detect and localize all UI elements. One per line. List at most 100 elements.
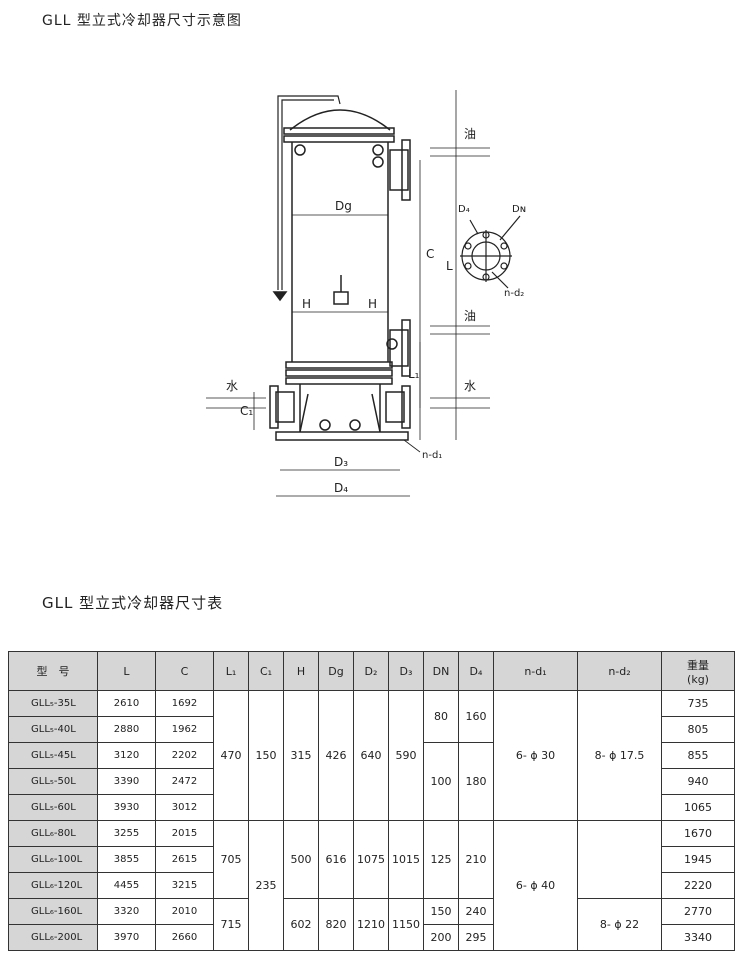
cell-dg: 616: [318, 820, 354, 899]
cell-weight: 1670: [661, 820, 735, 847]
cell-weight: 2770: [661, 898, 735, 925]
table-row: GLL₅-40L 2880 1962 805: [8, 716, 735, 743]
cell-weight: 1945: [661, 846, 735, 873]
cell-l1: 470: [213, 690, 249, 821]
cell-d2: 1075: [353, 820, 389, 899]
label-c: C: [426, 247, 434, 261]
cell-d4: 180: [458, 742, 494, 821]
cell-d3: 1015: [388, 820, 424, 899]
label-h-left: H: [302, 297, 311, 311]
cell-model: GLL₅-35L: [8, 690, 98, 717]
label-l: L: [446, 259, 453, 273]
table-row: GLL₅-45L 3120 2202 100 180 855: [8, 742, 735, 821]
label-h-right: H: [368, 297, 377, 311]
cell-model: GLL₆-80L: [8, 820, 98, 847]
flange-detail: [460, 215, 521, 289]
cell-d2: 640: [353, 690, 389, 821]
cell-l1: 705: [213, 820, 249, 899]
cell-l: 3855: [97, 846, 156, 873]
cell-nd2-empty: [577, 820, 662, 899]
label-d4: D₄: [334, 481, 348, 495]
cell-nd1: 6- ϕ 30: [493, 690, 578, 821]
cell-c: 2472: [155, 768, 214, 795]
cell-c: 2660: [155, 924, 214, 951]
cell-nd2: 8- ϕ 17.5: [577, 690, 662, 821]
cell-l: 3255: [97, 820, 156, 847]
cell-c1: 235: [248, 820, 284, 951]
label-nd1: n-d₁: [422, 450, 442, 461]
cell-h: 500: [283, 820, 319, 899]
table-row: GLL₅-60L 3930 3012 1065: [8, 794, 735, 821]
cell-dn: 125: [423, 820, 459, 899]
cell-d3: 1150: [388, 898, 424, 951]
header-row: 型 号 L C L₁ C₁ H Dg D₂ D₃ DN D₄ n-d₁ n-d₂…: [8, 651, 735, 691]
cell-c: 3012: [155, 794, 214, 821]
cell-d2: 1210: [353, 898, 389, 951]
cell-l: 4455: [97, 872, 156, 899]
cell-l: 2880: [97, 716, 156, 743]
cell-dg: 820: [318, 898, 354, 951]
cell-h: 602: [283, 898, 319, 951]
label-d3: D₃: [334, 455, 348, 469]
cell-model: GLL₆-160L: [8, 898, 98, 925]
label-l1: L₁: [408, 367, 420, 381]
top-flange: [283, 127, 395, 135]
cell-d4: 210: [458, 820, 494, 899]
base-plate: [275, 431, 409, 441]
col-h: H: [283, 651, 319, 691]
cell-model: GLL₅-45L: [8, 742, 98, 769]
cell-model: GLL₆-200L: [8, 924, 98, 951]
cell-l: 3930: [97, 794, 156, 821]
cell-weight: 3340: [661, 924, 735, 951]
cell-c: 3215: [155, 872, 214, 899]
col-weight: 重量 (kg): [661, 651, 735, 691]
col-nd1: n-d₁: [493, 651, 578, 691]
cell-l1: 715: [213, 898, 249, 951]
cell-c1: 150: [248, 690, 284, 821]
cell-c: 2615: [155, 846, 214, 873]
label-water-out: 水: [464, 379, 476, 393]
col-d3: D₃: [388, 651, 424, 691]
cell-d3: 590: [388, 690, 424, 821]
cell-model: GLL₅-60L: [8, 794, 98, 821]
cell-weight: 735: [661, 690, 735, 717]
cooler-drawing: 油 油 水 水 Dg H H C L L₁ C₁ D₃ D₄ D₄ Dɴ n-d…: [206, 90, 526, 497]
cell-weight: 1065: [661, 794, 735, 821]
cell-c: 2010: [155, 898, 214, 925]
dimension-table: 型 号 L C L₁ C₁ H Dg D₂ D₃ DN D₄ n-d₁ n-d₂…: [8, 651, 735, 951]
table-row: GLL₆-80L 3255 2015 705 235 500 616 1075 …: [8, 820, 735, 951]
cell-dn: 200: [423, 924, 459, 951]
label-water-in: 水: [226, 379, 238, 393]
cell-l: 3970: [97, 924, 156, 951]
label-detail-dn: Dɴ: [512, 204, 526, 215]
col-nd2: n-d₂: [577, 651, 662, 691]
cell-l: 3120: [97, 742, 156, 769]
cell-dg: 426: [318, 690, 354, 821]
col-d2: D₂: [353, 651, 389, 691]
col-c1: C₁: [248, 651, 284, 691]
col-d4: D₄: [458, 651, 494, 691]
cell-model: GLL₆-120L: [8, 872, 98, 899]
cell-h: 315: [283, 690, 319, 821]
cell-d4: 295: [458, 924, 494, 951]
col-dg: Dg: [318, 651, 354, 691]
col-model: 型 号: [8, 651, 98, 691]
cell-weight: 940: [661, 768, 735, 795]
cell-dn: 100: [423, 742, 459, 821]
label-nd2: n-d₂: [504, 288, 524, 299]
cell-c: 1962: [155, 716, 214, 743]
cell-model: GLL₆-100L: [8, 846, 98, 873]
cell-l: 2610: [97, 690, 156, 717]
table-title: GLL 型立式冷却器尺寸表: [42, 594, 224, 612]
cell-c: 1692: [155, 690, 214, 717]
label-c1: C₁: [240, 404, 253, 418]
col-c: C: [155, 651, 214, 691]
cell-c: 2015: [155, 820, 214, 847]
cell-weight: 855: [661, 742, 735, 769]
cell-l: 3390: [97, 768, 156, 795]
cell-model: GLL₅-50L: [8, 768, 98, 795]
label-oil-out: 油: [464, 309, 476, 323]
cell-dn: 80: [423, 690, 459, 743]
cell-nd1: 6- ϕ 40: [493, 820, 578, 951]
cell-nd2: 8- ϕ 22: [577, 898, 662, 951]
